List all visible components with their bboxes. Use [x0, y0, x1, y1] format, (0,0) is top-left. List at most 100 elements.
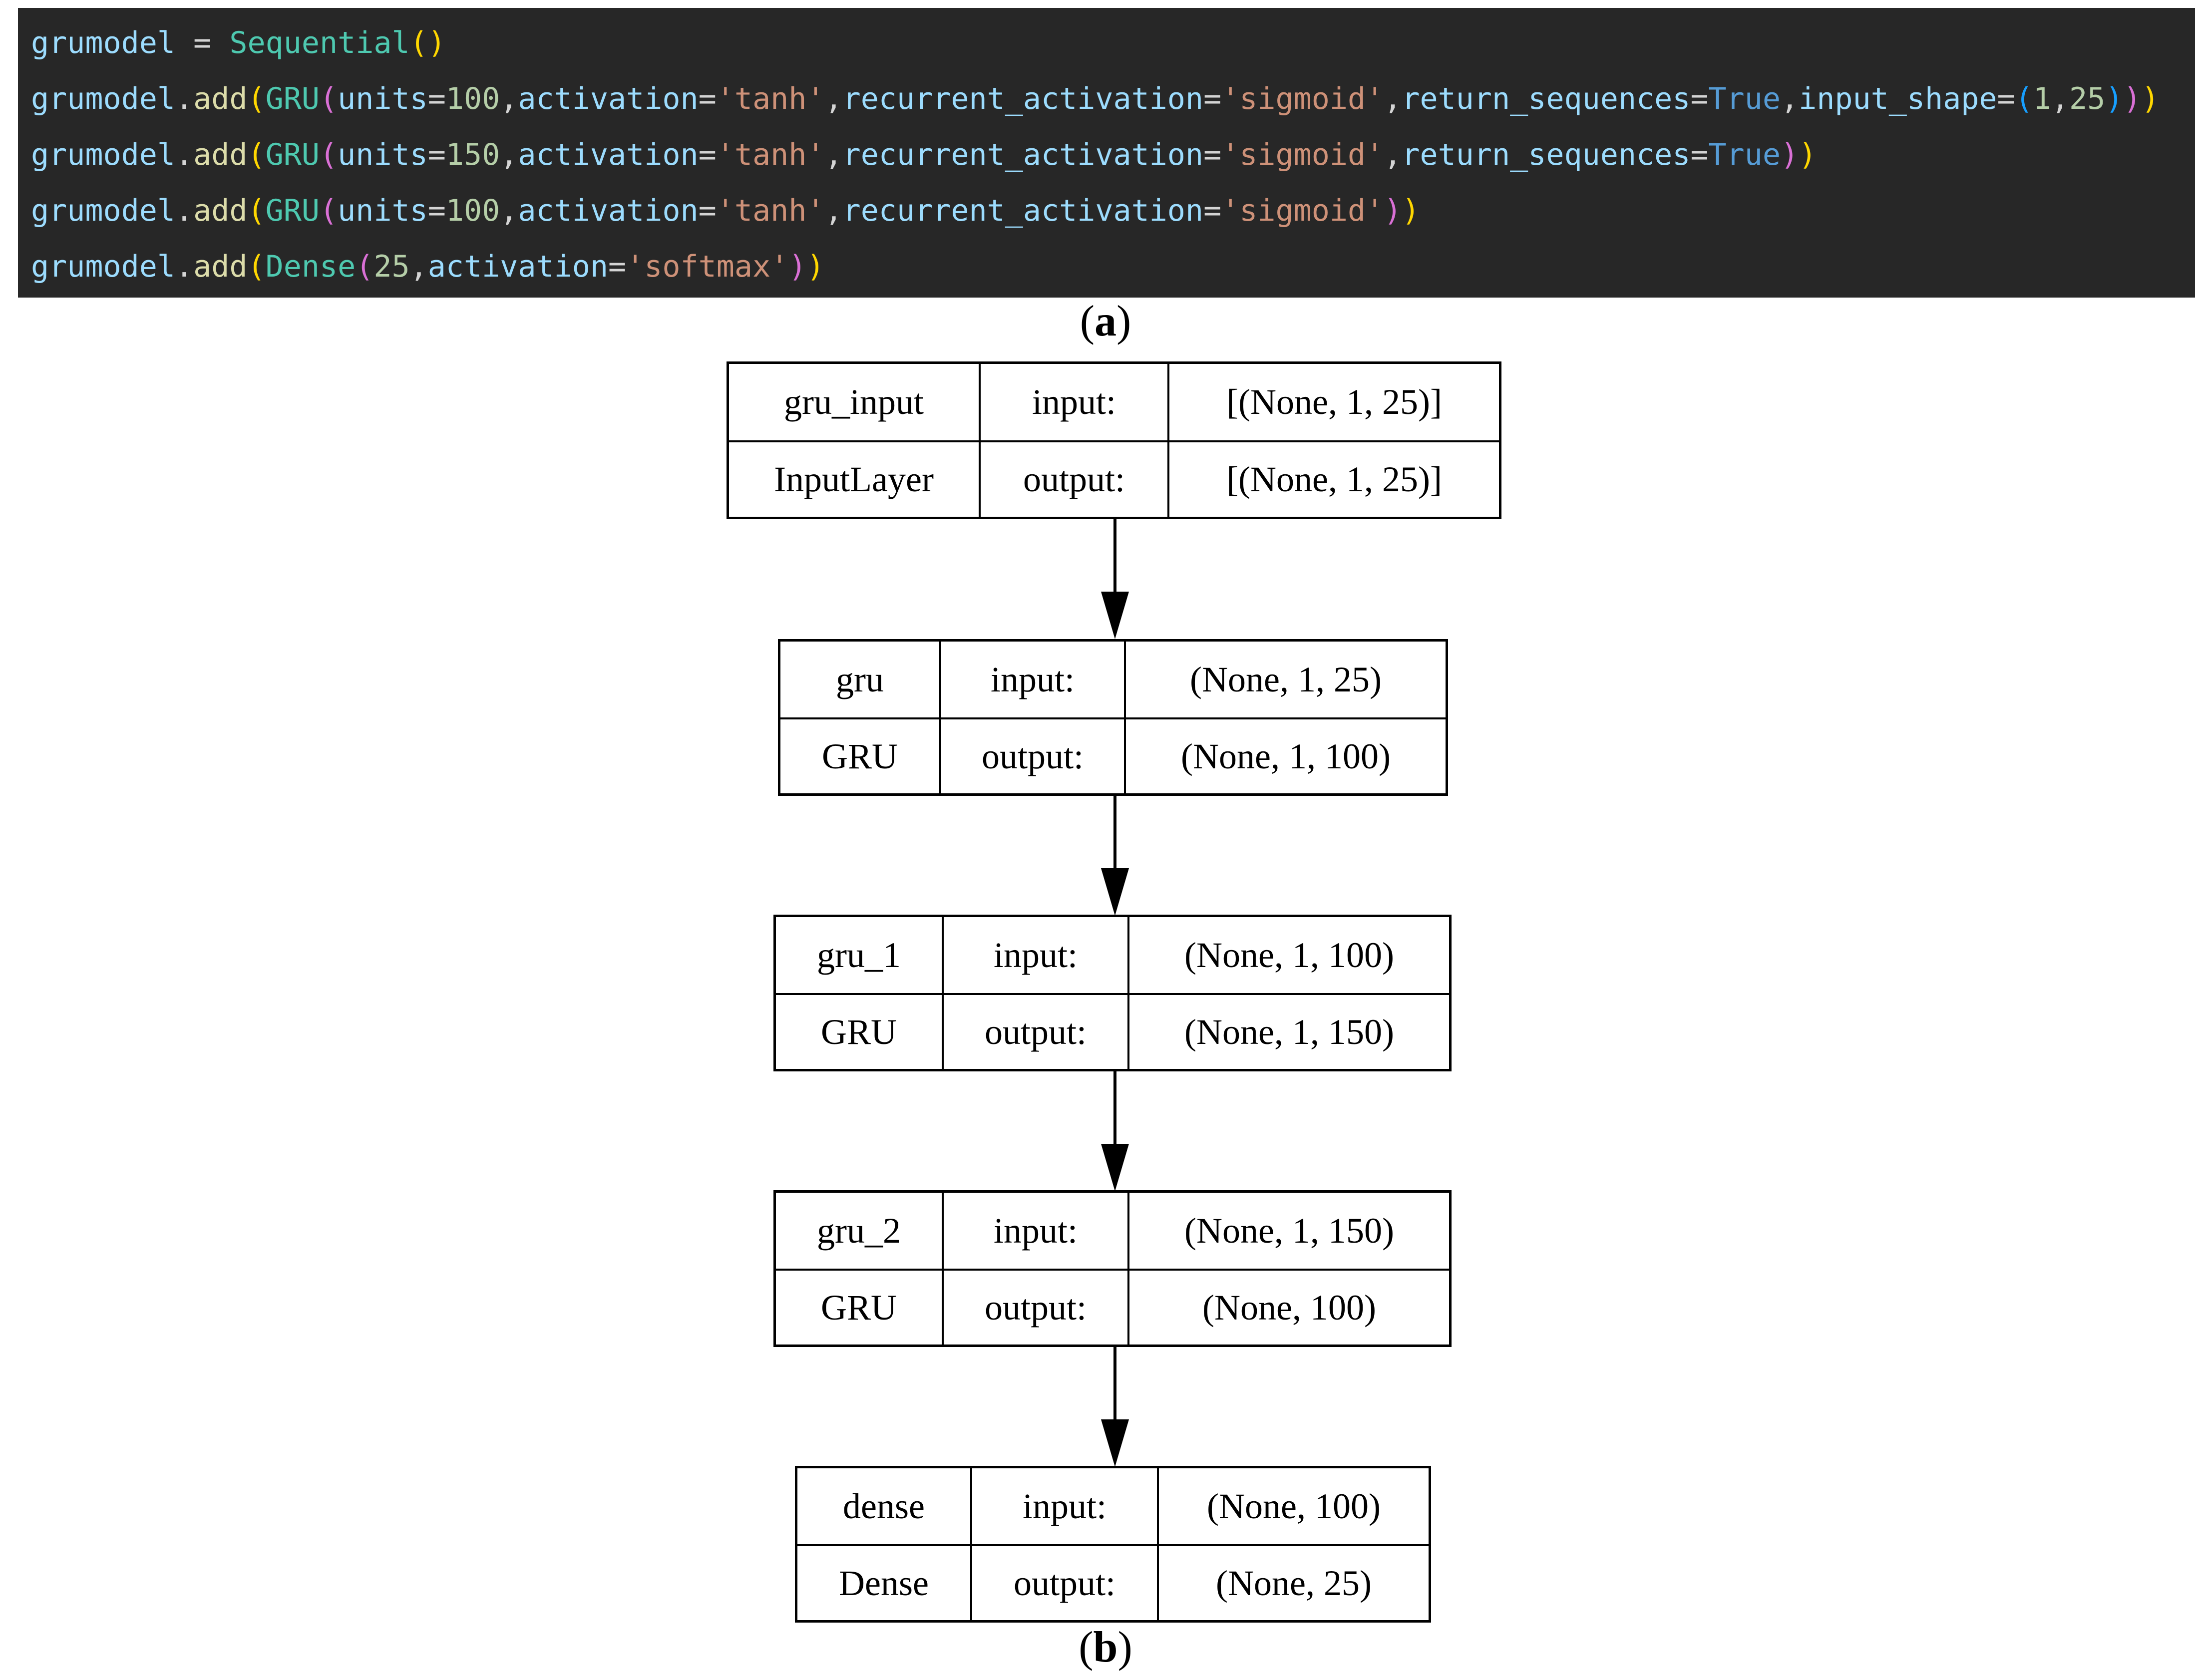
code-token: = — [698, 81, 717, 116]
node-input-shape: [(None, 1, 25)] — [1167, 364, 1499, 440]
code-token: = — [427, 193, 446, 228]
code-token: ) — [2141, 81, 2160, 116]
arrow-shaft — [1113, 519, 1116, 592]
code-token: GRU — [265, 193, 320, 228]
code-token: , — [500, 81, 518, 116]
code-token: True — [1708, 81, 1781, 116]
arrow-down-connector — [1101, 1071, 1129, 1191]
node-name: dense — [843, 1486, 925, 1526]
code-token: add — [193, 249, 248, 284]
node-layer-type: InputLayer — [729, 440, 979, 517]
node-input-label: input: — [942, 917, 1127, 993]
node-output-shape: (None, 25) — [1157, 1544, 1429, 1620]
caption-close-paren: ) — [1116, 297, 1131, 345]
code-token: 'tanh' — [716, 193, 825, 228]
node-input-label: input: — [939, 642, 1124, 717]
caption-close-paren: ) — [1117, 1623, 1132, 1672]
code-token: ) — [1402, 193, 1420, 228]
arrowhead-icon — [1101, 1144, 1129, 1191]
code-token: , — [1384, 137, 1402, 172]
code-line: grumodel.add(GRU(units=100,activation='t… — [31, 183, 2195, 239]
layer-node-dense: dense input: (None, 100) Dense output: (… — [795, 1466, 1431, 1623]
code-token: GRU — [265, 81, 320, 116]
node-input-label: input: — [970, 1468, 1157, 1544]
code-token: = — [1203, 137, 1222, 172]
code-token: units — [338, 81, 428, 116]
code-token: ) — [806, 249, 825, 284]
code-token: ( — [319, 137, 338, 172]
code-token: 150 — [445, 137, 500, 172]
code-token: = — [1203, 193, 1222, 228]
code-token: recurrent_activation — [842, 137, 1204, 172]
code-token: , — [1781, 81, 1799, 116]
code-token: , — [824, 81, 843, 116]
arrow-shaft — [1113, 1071, 1116, 1144]
code-token: , — [1384, 81, 1402, 116]
node-input-shape: (None, 1, 150) — [1127, 1193, 1449, 1269]
code-token: input_shape — [1799, 81, 1997, 116]
code-token: ( — [247, 249, 266, 284]
code-token: ) — [1799, 137, 1817, 172]
code-token: add — [193, 193, 248, 228]
code-token: . — [175, 249, 194, 284]
code-token: = — [427, 137, 446, 172]
node-output-label: output: — [979, 440, 1167, 517]
arrow-down-connector — [1101, 1347, 1129, 1467]
code-token: 'softmax' — [626, 249, 789, 284]
node-input-label: input: — [942, 1193, 1127, 1269]
code-token: activation — [427, 249, 608, 284]
code-token: recurrent_activation — [842, 81, 1204, 116]
arrowhead-icon — [1101, 592, 1129, 639]
arrow-shaft — [1113, 796, 1116, 868]
code-line: grumodel = Sequential() — [31, 15, 2195, 71]
code-token: add — [193, 81, 248, 116]
arrowhead-icon — [1101, 868, 1129, 916]
code-token: 25 — [373, 249, 410, 284]
code-token: Dense — [265, 249, 356, 284]
code-token: = — [698, 193, 717, 228]
node-layer-type: Dense — [797, 1544, 970, 1620]
code-token: ( — [319, 193, 338, 228]
node-output-label: output: — [942, 1269, 1127, 1344]
layer-node-gru-1: gru_1 input: (None, 1, 100) GRU output: … — [773, 915, 1452, 1071]
caption-open-paren: ( — [1080, 297, 1095, 345]
code-token: grumodel — [31, 193, 175, 228]
code-token: 1 — [2033, 81, 2051, 116]
code-token: ( — [319, 81, 338, 116]
code-token: = — [1997, 81, 2015, 116]
code-token: = — [698, 137, 717, 172]
code-token: ( — [2015, 81, 2033, 116]
arrow-down-connector — [1101, 519, 1129, 639]
code-token: . — [175, 137, 194, 172]
code-token: units — [338, 193, 428, 228]
caption-letter: a — [1095, 297, 1116, 345]
node-output-label: output: — [939, 717, 1124, 793]
code-line: grumodel.add(GRU(units=150,activation='t… — [31, 127, 2195, 183]
code-token: ) — [1781, 137, 1799, 172]
layer-node-gru-input: gru_input input: [(None, 1, 25)] InputLa… — [727, 361, 1501, 519]
layer-node-gru: gru input: (None, 1, 25) GRU output: (No… — [778, 639, 1448, 796]
node-input-label: input: — [979, 364, 1167, 440]
code-token: () — [409, 25, 446, 60]
code-token: , — [824, 137, 843, 172]
code-token: = — [427, 81, 446, 116]
code-token: ) — [2105, 81, 2124, 116]
node-input-shape: (None, 1, 100) — [1127, 917, 1449, 993]
code-token: , — [2051, 81, 2069, 116]
code-token: 'sigmoid' — [1221, 193, 1384, 228]
code-token: , — [824, 193, 843, 228]
code-token: add — [193, 137, 248, 172]
code-token: grumodel — [31, 137, 175, 172]
code-token: = — [1203, 81, 1222, 116]
subfigure-label-b: (b) — [0, 1622, 2211, 1674]
code-token: = — [1690, 137, 1709, 172]
caption-letter: b — [1093, 1623, 1118, 1672]
code-token: 'sigmoid' — [1221, 137, 1384, 172]
node-name: gru_1 — [817, 935, 901, 975]
code-token: grumodel — [31, 25, 175, 60]
arrowhead-icon — [1101, 1419, 1129, 1467]
code-line: grumodel.add(Dense(25,activation='softma… — [31, 239, 2195, 295]
code-token: activation — [518, 137, 699, 172]
code-token: ( — [247, 137, 266, 172]
